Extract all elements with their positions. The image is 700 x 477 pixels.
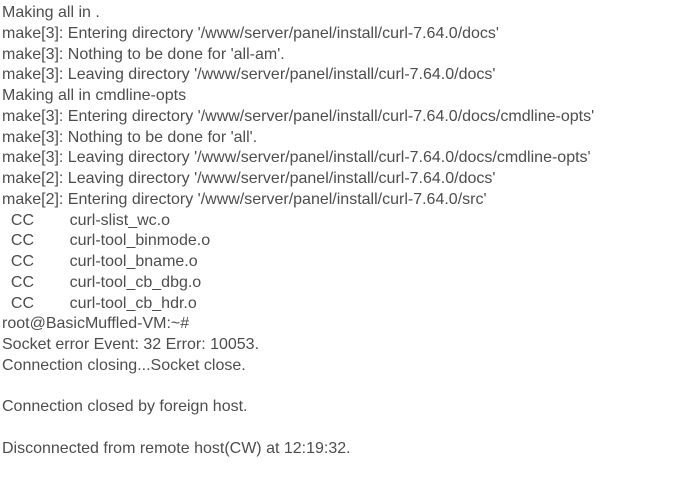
- socket-error-line: Socket error Event: 32 Error: 10053.: [2, 336, 260, 353]
- connection-closing-line: Connection closing...Socket close.: [2, 356, 246, 374]
- terminal-line: Making all in cmdline-opts: [2, 87, 187, 104]
- shell-prompt-line: root@BasicMuffled-VM:~#: [2, 315, 190, 333]
- disconnected-line: Disconnected from remote host(CW) at 12:…: [2, 439, 351, 457]
- blank-line: [2, 377, 698, 398]
- terminal-line: make[3]: Entering directory '/www/server…: [2, 107, 595, 125]
- connection-closed-line: Connection closed by foreign host.: [2, 398, 248, 416]
- compile-line-cc: CC curl-tool_cb_hdr.o: [2, 294, 197, 312]
- compile-line-cc: CC curl-slist_wc.o: [2, 211, 171, 229]
- terminal-line: make[3]: Nothing to be done for 'all'.: [2, 128, 258, 146]
- compile-line-cc: CC curl-tool_binmode.o: [2, 232, 211, 250]
- blank-line: [2, 418, 698, 439]
- compile-line-cc: CC curl-tool_cb_dbg.o: [2, 273, 202, 291]
- terminal-line: make[3]: Leaving directory '/www/server/…: [2, 149, 591, 167]
- terminal-line: make[3]: Nothing to be done for 'all-am'…: [2, 45, 285, 63]
- terminal-line: make[3]: Leaving directory '/www/server/…: [2, 66, 496, 84]
- compile-line-cc: CC curl-tool_bname.o: [2, 253, 198, 270]
- terminal-line: Making all in .: [2, 4, 100, 21]
- terminal-line: make[2]: Leaving directory '/www/server/…: [2, 170, 496, 187]
- terminal-line: make[3]: Entering directory '/www/server…: [2, 24, 499, 42]
- terminal-line: make[2]: Entering directory '/www/server…: [2, 190, 487, 208]
